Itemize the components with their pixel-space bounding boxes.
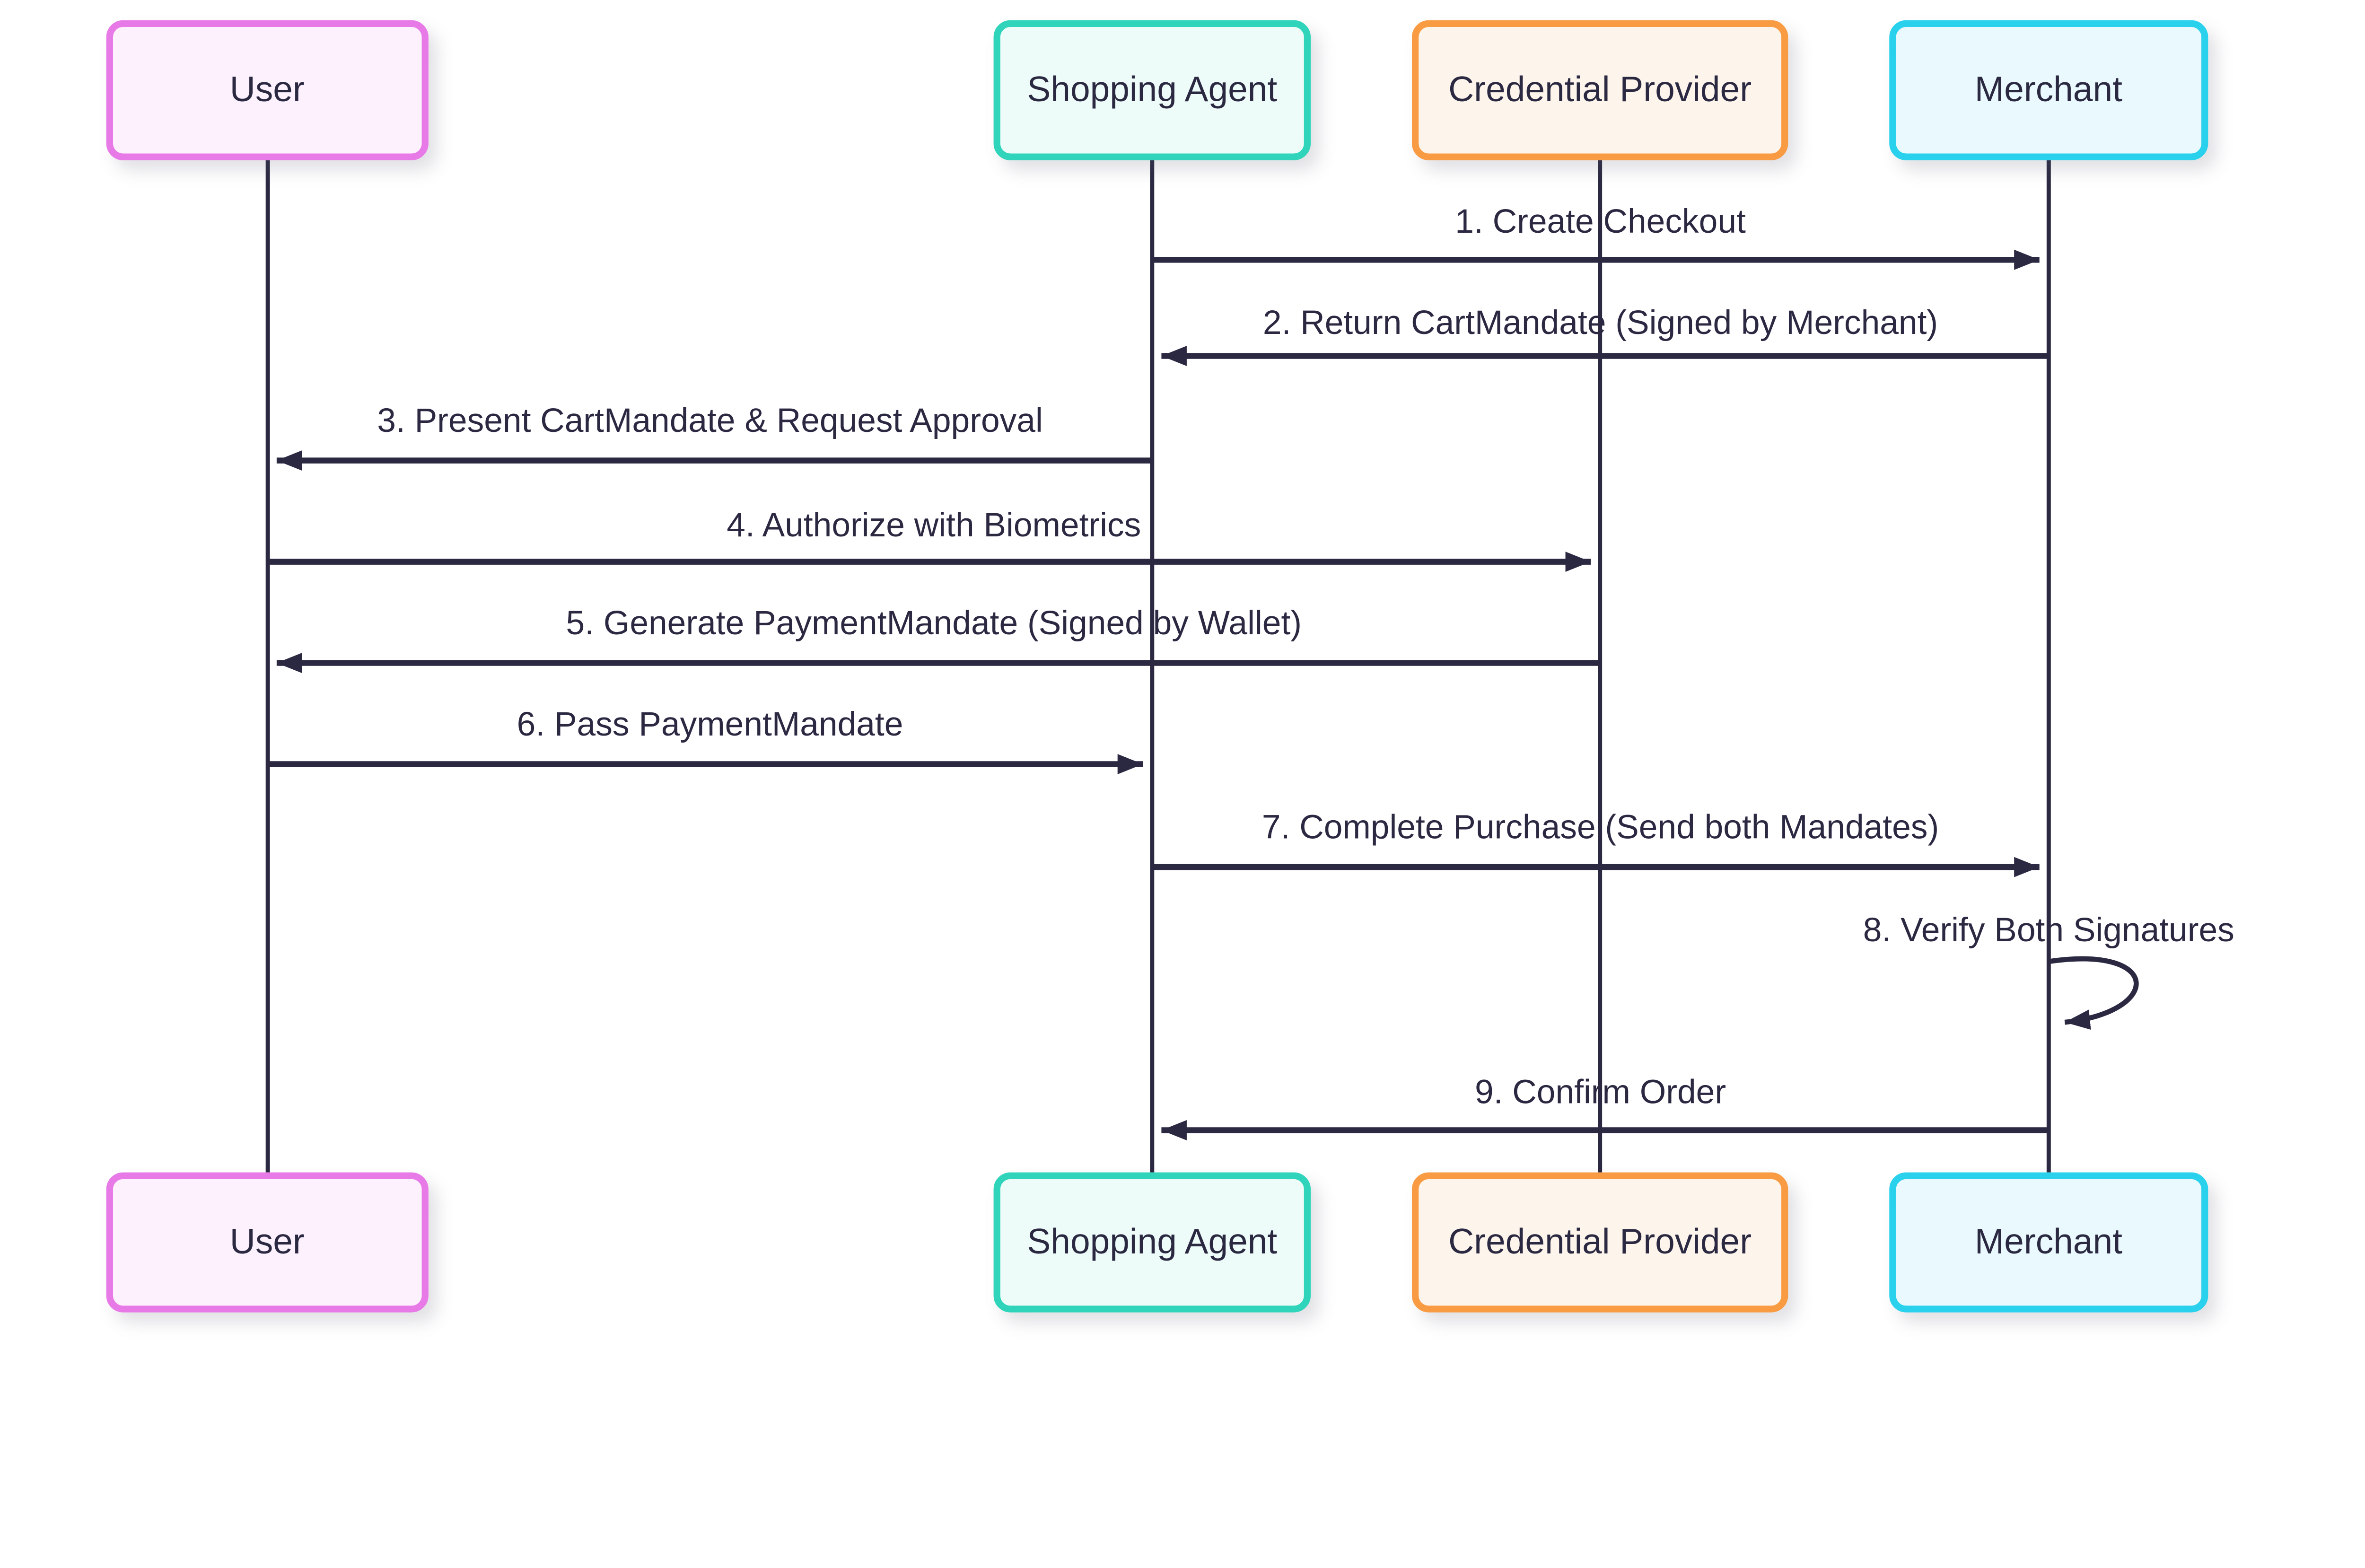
message-label-2: 2. Return CartMandate (Signed by Merchan… bbox=[1262, 305, 1938, 342]
message-label-5: 5. Generate PaymentMandate (Signed by Wa… bbox=[566, 605, 1302, 643]
actor-shopping-agent-bottom: Shopping Agent bbox=[993, 1172, 1311, 1313]
actor-user-top: User bbox=[105, 20, 429, 160]
message-label-9: 9. Confirm Order bbox=[1474, 1074, 1726, 1112]
self-loop-merchant-arrow bbox=[2048, 956, 2139, 1030]
message-label-6: 6. Pass PaymentMandate bbox=[517, 707, 903, 744]
actor-user-bottom: User bbox=[105, 1172, 429, 1313]
actor-shopping-agent-top: Shopping Agent bbox=[993, 20, 1311, 160]
diagram-canvas bbox=[265, 160, 2139, 1173]
message-label-3: 3. Present CartMandate & Request Approva… bbox=[377, 403, 1043, 440]
actor-credential-provider-top: Credential Provider bbox=[1412, 20, 1788, 160]
actor-credential-provider-bottom: Credential Provider bbox=[1412, 1172, 1788, 1313]
actor-merchant-top: Merchant bbox=[1889, 20, 2208, 160]
message-label-4: 4. Authorize with Biometrics bbox=[727, 508, 1141, 545]
message-label-8: 8. Verify Both Signatures bbox=[1863, 912, 2234, 950]
message-label-7: 7. Complete Purchase (Send both Mandates… bbox=[1261, 809, 1939, 847]
message-label-1: 1. Create Checkout bbox=[1455, 204, 1746, 241]
sequence-diagram: User Shopping Agent Credential Provider … bbox=[105, 20, 2234, 1313]
actor-merchant-bottom: Merchant bbox=[1889, 1172, 2208, 1313]
